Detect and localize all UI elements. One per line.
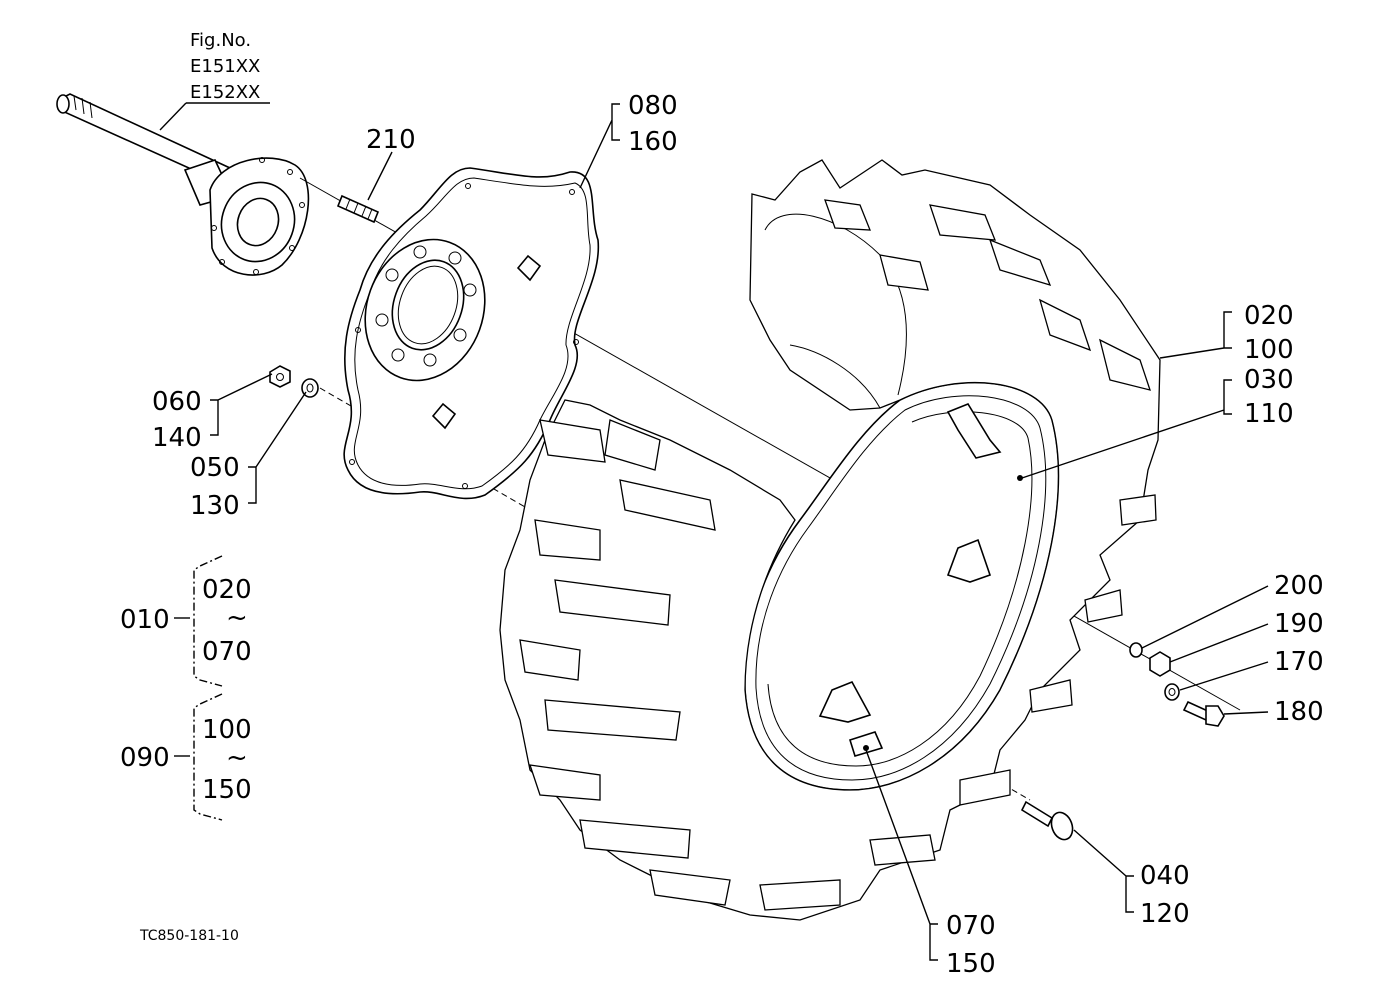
callout-100: 100	[1244, 335, 1294, 365]
callout-060: 060	[152, 387, 202, 417]
callout-040: 040	[1140, 861, 1190, 891]
callout-170: 170	[1274, 647, 1324, 677]
callout-160: 160	[628, 127, 678, 157]
assembly-group-090: 090 100 ~ 150	[120, 693, 252, 821]
flat-washer	[1164, 683, 1180, 701]
callout-labels: 080 160 210 020 100 030 110 060 140 050 …	[152, 91, 1324, 979]
group-from: 020	[202, 575, 252, 605]
figure-number-2: E152XX	[190, 82, 260, 103]
callout-180: 180	[1274, 697, 1324, 727]
group-id: 090	[120, 743, 170, 773]
figure-number-1: E151XX	[190, 56, 260, 77]
group-tilde: ~	[226, 603, 248, 633]
group-tilde: ~	[226, 743, 248, 773]
callout-210: 210	[366, 125, 416, 155]
group-to: 150	[202, 775, 252, 805]
wheel-rim	[744, 381, 1060, 791]
callout-080: 080	[628, 91, 678, 121]
figure-label: Fig.No.	[190, 30, 251, 51]
axle-shaft	[56, 93, 310, 276]
carriage-bolt	[1020, 800, 1074, 841]
callout-150: 150	[946, 949, 996, 979]
callout-200: 200	[1274, 571, 1324, 601]
disc-nut	[269, 365, 291, 388]
callout-190: 190	[1274, 609, 1324, 639]
leader-lines	[210, 103, 1269, 961]
hex-bolt	[1182, 700, 1225, 727]
wheel-disc	[343, 167, 600, 500]
callout-120: 120	[1140, 899, 1190, 929]
figure-number-block: Fig.No. E151XX E152XX	[159, 30, 270, 131]
hex-nut	[1149, 651, 1171, 677]
stud-bolt	[336, 194, 380, 224]
assembly-group-010: 010 020 ~ 070	[120, 555, 252, 687]
callout-070: 070	[946, 911, 996, 941]
callout-140: 140	[152, 423, 202, 453]
callout-030: 030	[1244, 365, 1294, 395]
group-to: 070	[202, 637, 252, 667]
callout-130: 130	[190, 491, 240, 521]
callout-110: 110	[1244, 399, 1294, 429]
tire	[499, 159, 1161, 921]
group-from: 100	[202, 715, 252, 745]
drawing-code: TC850-181-10	[139, 928, 239, 944]
callout-020: 020	[1244, 301, 1294, 331]
group-id: 010	[120, 605, 170, 635]
callout-050: 050	[190, 453, 240, 483]
lock-washer	[1129, 642, 1143, 658]
